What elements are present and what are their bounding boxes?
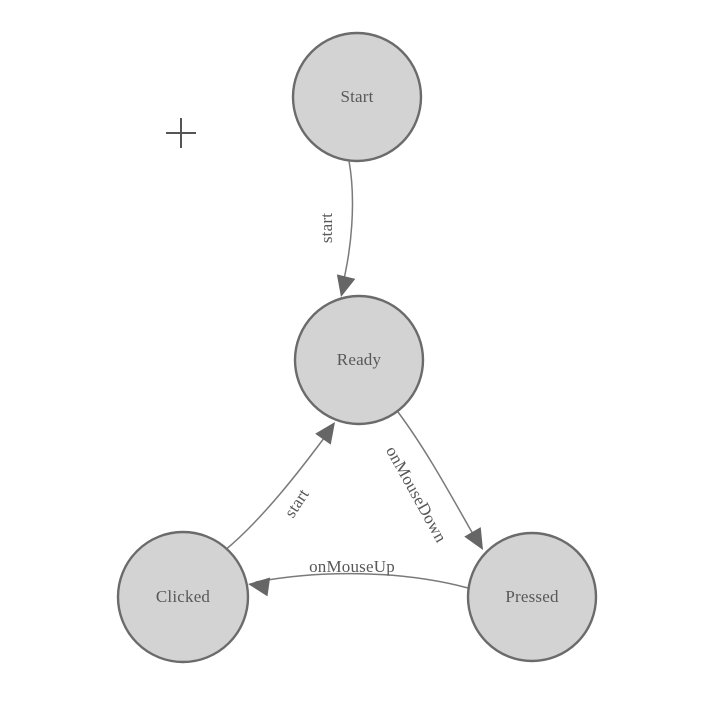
- arrowhead-icon: [464, 527, 483, 550]
- edge-label: start: [280, 485, 312, 521]
- edge-line: [255, 572, 469, 589]
- arrowhead-icon: [248, 577, 271, 597]
- node-label: Ready: [337, 350, 382, 369]
- state-node-start[interactable]: Start: [291, 31, 423, 163]
- edge-label: onMouseUp: [309, 557, 395, 576]
- node-label: Clicked: [156, 587, 211, 606]
- node-circle: [291, 31, 423, 163]
- edge-line: [397, 411, 478, 542]
- state-node-ready[interactable]: Ready: [293, 294, 425, 426]
- node-label: Start: [340, 87, 373, 106]
- edge-ready-to-pressed[interactable]: onMouseDown: [382, 411, 483, 550]
- arrowhead-icon: [315, 422, 335, 445]
- node-label: Pressed: [505, 587, 559, 606]
- crosshair-icon: [166, 118, 196, 148]
- edge-start-to-ready[interactable]: start: [317, 160, 356, 297]
- crosshair-layer: [166, 118, 196, 148]
- edge-pressed-to-clicked[interactable]: onMouseUp: [248, 557, 469, 597]
- edge-label: start: [317, 213, 336, 243]
- edge-line: [340, 160, 354, 292]
- node-circle: [293, 294, 425, 426]
- node-circle: [466, 531, 598, 663]
- state-node-clicked[interactable]: Clicked: [116, 530, 250, 664]
- edge-clicked-to-ready[interactable]: start: [223, 422, 335, 552]
- edge-line: [223, 429, 331, 552]
- node-circle: [116, 530, 250, 664]
- edge-label: onMouseDown: [382, 443, 451, 546]
- state-node-pressed[interactable]: Pressed: [466, 531, 598, 663]
- arrowhead-icon: [336, 274, 356, 297]
